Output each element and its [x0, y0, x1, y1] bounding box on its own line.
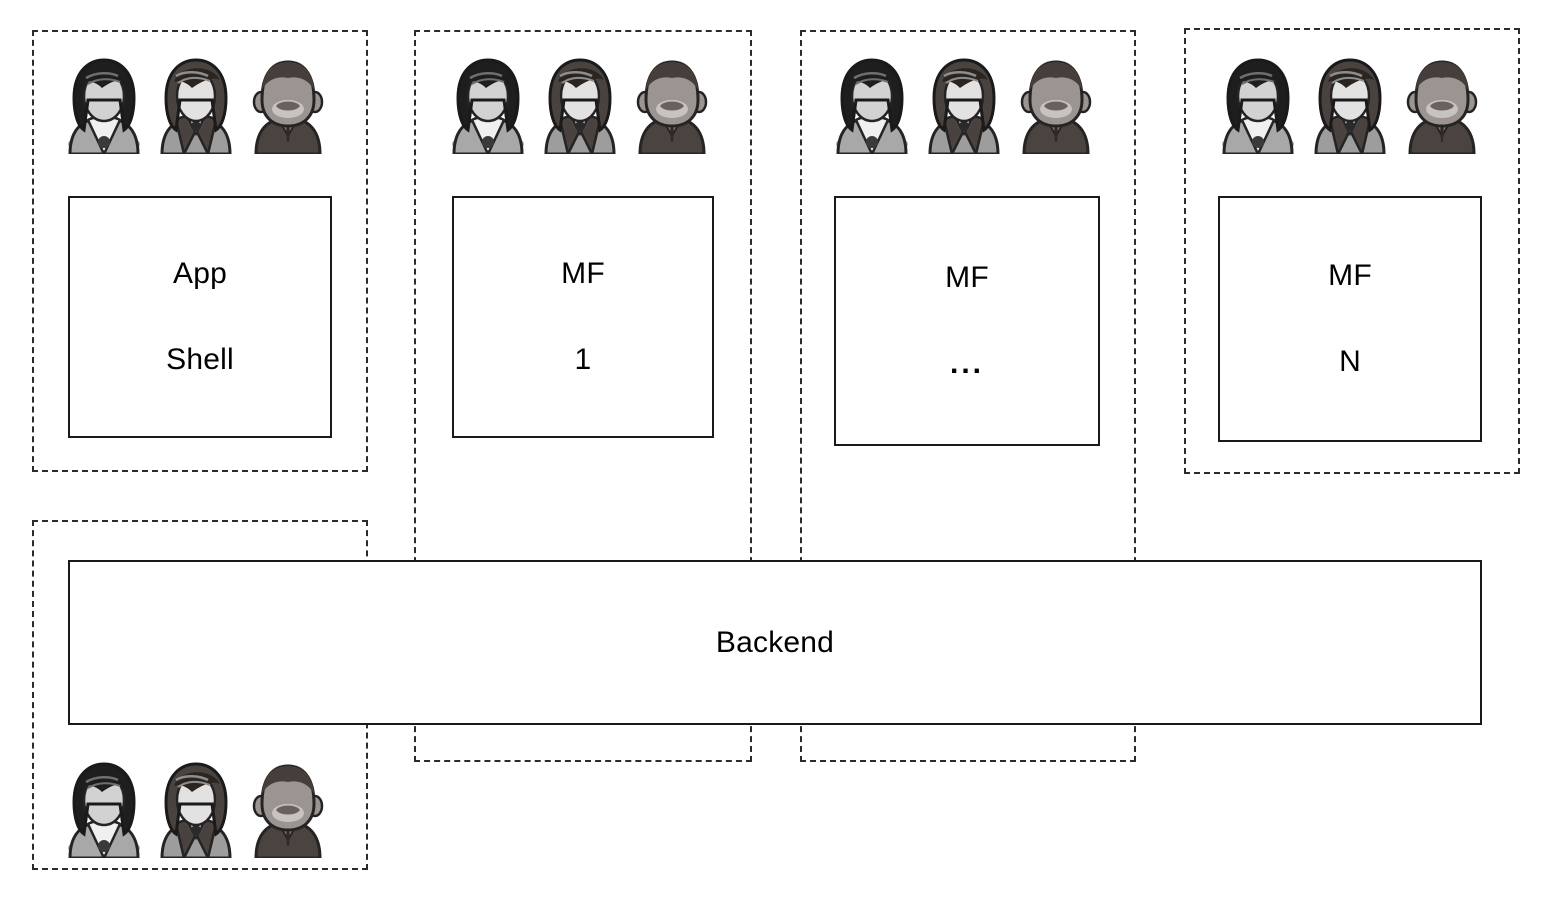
avatar-male-suit-icon [1020, 60, 1092, 154]
avatar-male-suit-icon [252, 60, 324, 154]
component-label-line2: ... [949, 347, 984, 380]
component-label-line2: Shell [166, 343, 234, 376]
component-box-app-shell: App Shell [68, 196, 332, 438]
team-boundary-app-shell [32, 30, 368, 472]
avatar-female-dark-hair-icon [68, 762, 140, 858]
team-boundary-mf-1 [414, 30, 752, 762]
team-boundary-mf-n [1184, 28, 1520, 474]
component-label-line1: MF [945, 261, 989, 294]
component-label-line2: N [1339, 345, 1361, 378]
avatar-female-dark-hair-icon [836, 58, 908, 154]
component-label-line1: App [173, 257, 227, 290]
component-label-line1: MF [1328, 259, 1372, 292]
avatar-female-dark-hair-icon [452, 58, 524, 154]
avatar-row-mf-n [1216, 56, 1484, 154]
component-label-line1: MF [561, 257, 605, 290]
avatar-male-suit-icon [252, 764, 324, 858]
avatar-female-dark-hair-icon [1222, 58, 1294, 154]
team-boundary-mf-dots [800, 30, 1136, 762]
avatar-female-suit-icon [160, 762, 232, 858]
avatar-row-mf-1 [446, 56, 714, 154]
avatar-male-suit-icon [1406, 60, 1478, 154]
component-box-backend: Backend [68, 560, 1482, 725]
avatar-female-suit-icon [160, 58, 232, 154]
avatar-female-suit-icon [544, 58, 616, 154]
avatar-row-backend [62, 760, 330, 858]
component-label-backend: Backend [715, 625, 835, 659]
avatar-female-suit-icon [1314, 58, 1386, 154]
avatar-female-suit-icon [928, 58, 1000, 154]
component-box-mf-dots: MF ... [834, 196, 1100, 446]
avatar-male-suit-icon [636, 60, 708, 154]
avatar-row-mf-dots [830, 56, 1098, 154]
component-box-mf-1: MF 1 [452, 196, 714, 438]
avatar-row-app-shell [62, 56, 330, 154]
avatar-female-dark-hair-icon [68, 58, 140, 154]
component-box-mf-n: MF N [1218, 196, 1482, 442]
component-label-line2: 1 [574, 343, 592, 376]
